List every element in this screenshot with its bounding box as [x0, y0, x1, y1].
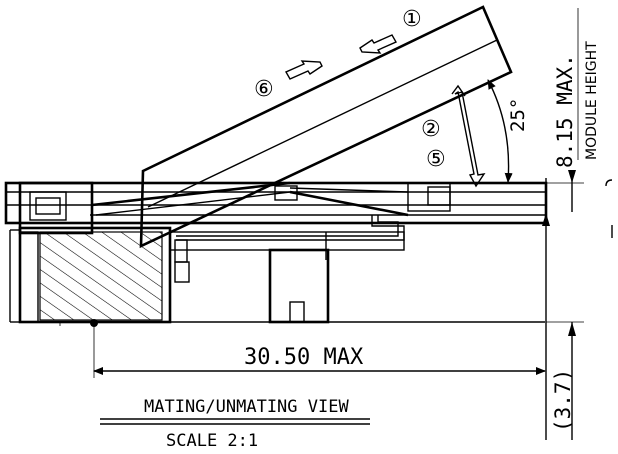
step-marker-6: ⑥: [254, 77, 274, 102]
height-value: 8.15 MAX.: [553, 54, 577, 168]
height-dimension: 8.15 MAX. MODULE HEIGHT (3.7): [510, 8, 613, 440]
offset-value: (3.7): [551, 369, 575, 432]
height-label: MODULE HEIGHT: [584, 41, 600, 160]
step-marker-2: ②: [421, 117, 441, 142]
view-title-block: MATING/UNMATING VIEW SCALE 2:1: [100, 397, 370, 451]
connector-body: [4, 181, 548, 327]
motion-arrows: [285, 34, 486, 188]
tilted-module: [139, 5, 513, 249]
angle-dimension: 25°: [487, 79, 529, 183]
width-value: 30.50 MAX: [244, 345, 364, 370]
view-scale: SCALE 2:1: [166, 431, 258, 451]
angle-label: 25°: [507, 98, 529, 132]
step-marker-1: ①: [402, 7, 422, 32]
step-marker-5: ⑤: [426, 147, 446, 172]
width-dimension: 30.50 MAX: [93, 326, 546, 378]
view-title: MATING/UNMATING VIEW: [144, 397, 349, 417]
